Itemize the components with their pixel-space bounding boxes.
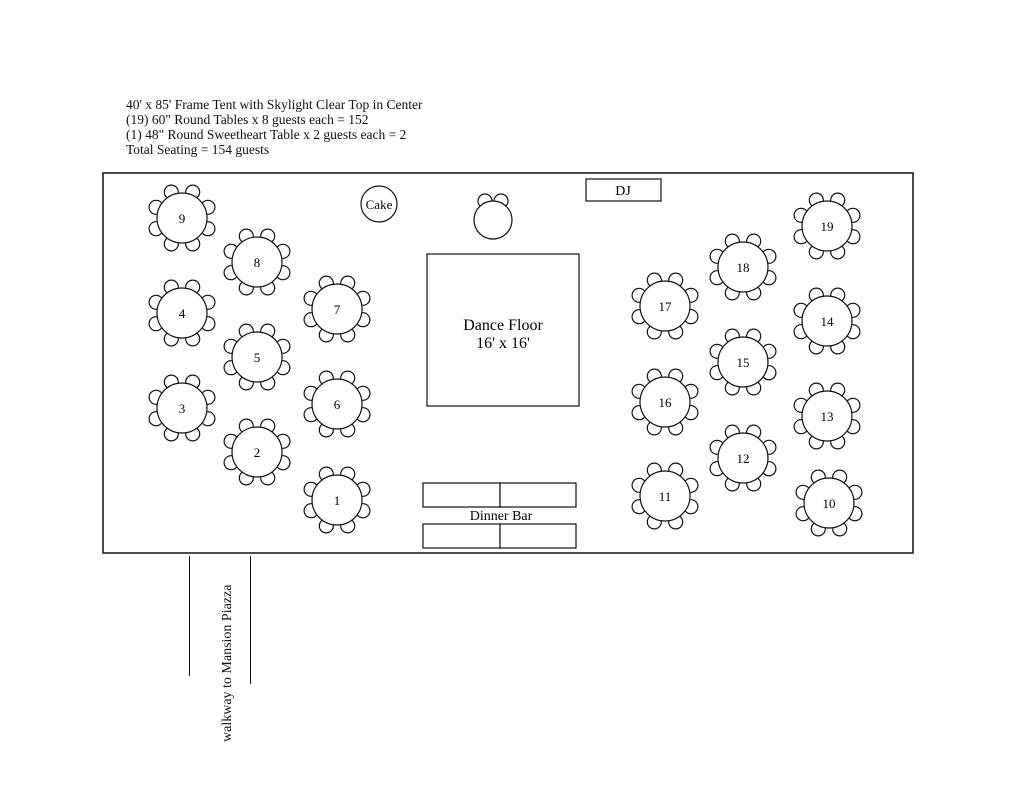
table-number: 6 (334, 397, 341, 412)
dance-floor-label: Dance Floor (463, 317, 543, 334)
round-table-2: 2 (223, 418, 291, 486)
table-top (231, 331, 283, 383)
round-table-16: 16 (631, 368, 699, 436)
round-table-13: 13 (793, 382, 861, 450)
round-table-4: 4 (148, 279, 216, 347)
walkway-label: walkway to Mansion Piazza (220, 584, 235, 742)
table-number: 16 (659, 395, 673, 410)
dinner-bar: Dinner Bar (422, 482, 577, 549)
walkway-right-edge (250, 556, 251, 684)
sweetheart-table (473, 193, 513, 240)
dinner-bar-label: Dinner Bar (470, 509, 533, 524)
table-top (801, 200, 853, 252)
table-top (231, 236, 283, 288)
header-tent-line: 40' x 85' Frame Tent with Skylight Clear… (126, 97, 423, 112)
table-number: 19 (821, 219, 834, 234)
table-number: 13 (821, 409, 834, 424)
table-top (156, 192, 208, 244)
table-number: 11 (659, 489, 672, 504)
table-top (311, 378, 363, 430)
round-table-8: 8 (223, 228, 291, 296)
table-top (156, 382, 208, 434)
table-top (639, 280, 691, 332)
table-number: 8 (254, 255, 261, 270)
table-top (717, 432, 769, 484)
table-top (311, 474, 363, 526)
table-number: 10 (823, 496, 836, 511)
round-table-7: 7 (303, 275, 371, 343)
table-top (717, 241, 769, 293)
table-top (803, 477, 855, 529)
table-number: 4 (179, 306, 186, 321)
table-number: 3 (179, 401, 186, 416)
table-top (717, 336, 769, 388)
table-top (801, 295, 853, 347)
round-table-5: 5 (223, 323, 291, 391)
table-number: 2 (254, 445, 261, 460)
plan-header: 40' x 85' Frame Tent with Skylight Clear… (126, 97, 422, 157)
dance-floor-size: 16' x 16' (476, 335, 530, 352)
table-top (311, 283, 363, 335)
round-table-14: 14 (793, 287, 861, 355)
round-table-9: 9 (148, 184, 216, 252)
round-table-11: 11 (631, 462, 699, 530)
round-table-3: 3 (148, 374, 216, 442)
tent-outline (102, 172, 914, 554)
table-top (639, 376, 691, 428)
table-number: 15 (737, 355, 750, 370)
round-table-6: 6 (303, 370, 371, 438)
cake-table: Cake (360, 185, 398, 223)
dj-booth: DJ (585, 178, 662, 202)
header-total-seating-line: Total Seating = 154 guests (126, 142, 270, 157)
cake-label: Cake (366, 197, 393, 212)
round-table-17: 17 (631, 272, 699, 340)
dj-label: DJ (615, 184, 631, 199)
header-round-tables-line: (19) 60" Round Tables x 8 guests each = … (126, 112, 369, 127)
header-sweetheart-line: (1) 48" Round Sweetheart Table x 2 guest… (126, 127, 407, 142)
table-number: 5 (254, 350, 261, 365)
table-number: 18 (737, 260, 750, 275)
table-number: 12 (737, 451, 750, 466)
round-table-12: 12 (709, 424, 777, 492)
round-table-19: 19 (793, 192, 861, 260)
table-number: 9 (179, 211, 186, 226)
table-number: 7 (334, 302, 341, 317)
table-number: 1 (334, 493, 341, 508)
round-table-15: 15 (709, 328, 777, 396)
round-table-1: 1 (303, 466, 371, 534)
table-top (156, 287, 208, 339)
table-top (801, 390, 853, 442)
table-top (639, 470, 691, 522)
round-table-18: 18 (709, 233, 777, 301)
table-top (231, 426, 283, 478)
walkway-left-edge (189, 556, 190, 676)
table-number: 14 (821, 314, 835, 329)
table-number: 17 (659, 299, 673, 314)
dance-floor: Dance Floor 16' x 16' (426, 253, 580, 407)
round-table-10: 10 (795, 469, 863, 537)
